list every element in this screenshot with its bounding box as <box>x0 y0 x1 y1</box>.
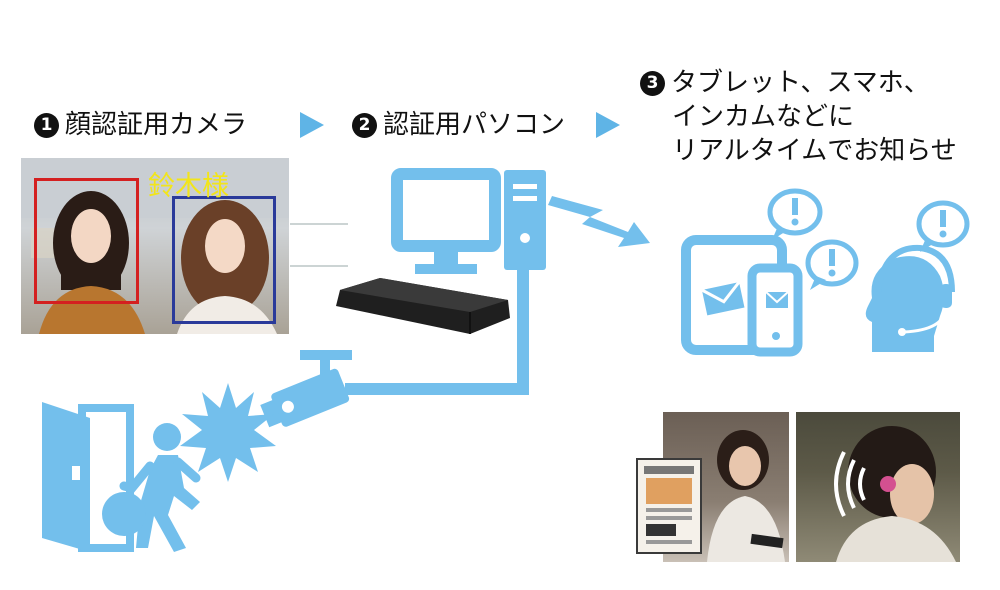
lightning-arrow-icon <box>548 196 650 247</box>
flow-arrow-1 <box>300 112 324 138</box>
network-box <box>336 278 510 334</box>
step-3-line-3: リアルタイムでお知らせ <box>672 136 957 166</box>
photo-headset-scene <box>834 426 956 562</box>
camera-photo: 鈴木様 <box>21 158 289 334</box>
face-box-blue <box>172 196 276 324</box>
photo-tablet-scene <box>707 430 785 562</box>
person-1 <box>39 191 145 334</box>
alert-bubble-icon-3 <box>916 200 970 252</box>
poster-card <box>636 458 702 554</box>
network-cable <box>345 270 529 395</box>
person-2 <box>177 200 277 334</box>
step-1-label: 顔認証用カメラ <box>65 110 248 140</box>
flow-arrow-2 <box>596 112 620 138</box>
alert-bubble-icon <box>767 188 823 240</box>
step-3-line-2: インカムなどに <box>672 102 855 132</box>
step-2-number: 2 <box>352 113 377 138</box>
poster-content <box>644 466 694 544</box>
step-1-number: 1 <box>34 113 59 138</box>
notification-photo-headset <box>796 412 960 562</box>
step-3-number: 3 <box>640 71 665 96</box>
mail-icon <box>701 281 745 316</box>
pc-tower-icon <box>504 170 546 270</box>
alert-bubble-icon-2 <box>805 239 859 290</box>
recognized-name-label: 鈴木様 <box>148 171 229 202</box>
walking-person-icon <box>102 423 201 552</box>
flash-burst-icon <box>180 383 276 482</box>
step-2-label: 認証用パソコン <box>383 110 566 140</box>
security-camera-icon <box>260 350 352 428</box>
smartphone-icon <box>747 263 803 357</box>
headset-person-icon <box>865 244 955 352</box>
door-icon <box>42 402 134 552</box>
photo-scene <box>21 158 289 334</box>
monitor-icon <box>391 168 501 274</box>
face-box-red <box>34 178 139 304</box>
